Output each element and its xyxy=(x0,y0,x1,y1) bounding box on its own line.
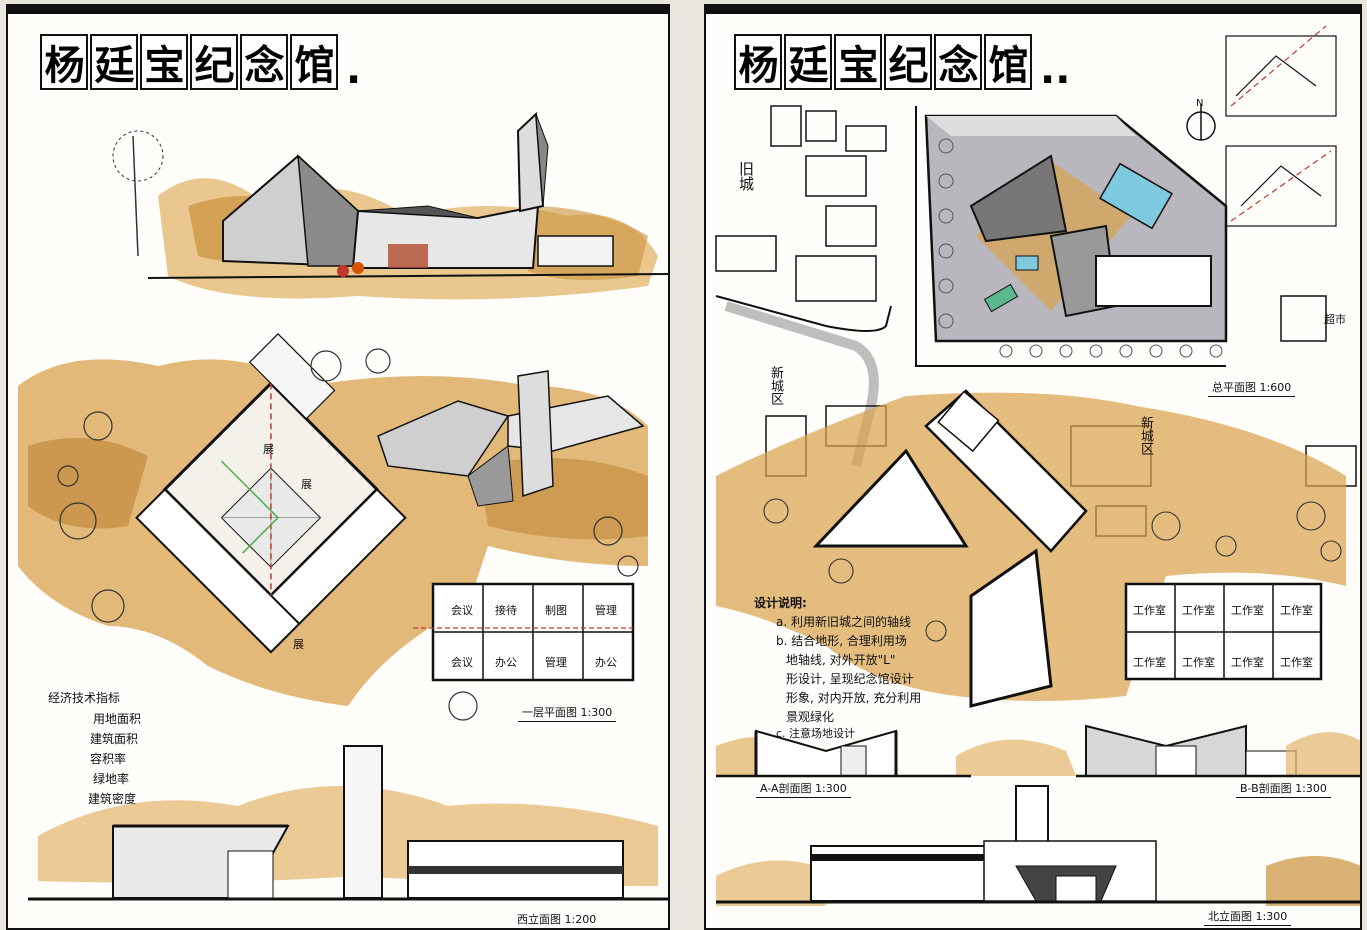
analysis-diagrams xyxy=(1225,25,1337,227)
design-note-line: 景观绿化 xyxy=(786,710,835,724)
section-b-label: B-B剖面图 1:300 xyxy=(1236,780,1331,798)
left-title: 杨 廷 宝 纪 念 馆 . xyxy=(40,34,361,90)
plan-scale-label: 一层平面图 1:300 xyxy=(518,704,617,722)
index-line: 建筑密度 xyxy=(88,792,137,806)
left-sheet: 杨 廷 宝 纪 念 馆 . xyxy=(6,4,670,930)
index-title: 经济技术指标 xyxy=(48,691,121,705)
right-title-char: 纪 xyxy=(884,34,932,90)
design-note-line: 地轴线, 对外开放"L" xyxy=(786,653,896,667)
room-label: 会议 xyxy=(451,604,473,617)
studio-label: 工作室 xyxy=(1280,656,1313,669)
room-label: 办公 xyxy=(495,656,517,669)
left-title-char: 馆 xyxy=(290,34,338,90)
right-title: 杨 廷 宝 纪 念 馆 .. xyxy=(734,34,1070,90)
upper-floor-plan xyxy=(716,389,1346,708)
new-city-label: 新城区 xyxy=(1138,416,1153,455)
north-elevation-label: 北立面图 1:300 xyxy=(1204,908,1292,926)
room-label: 管理 xyxy=(545,656,567,669)
studio-label: 工作室 xyxy=(1231,604,1264,617)
studio-label: 工作室 xyxy=(1280,604,1313,617)
index-line: 用地面积 xyxy=(93,712,142,726)
right-title-char: 念 xyxy=(934,34,982,90)
index-line: 绿地率 xyxy=(93,772,130,786)
perspective-render xyxy=(112,111,668,300)
room-label: 展 xyxy=(263,443,274,456)
left-drawings xyxy=(18,111,668,901)
office-wing xyxy=(413,582,635,682)
room-label: 办公 xyxy=(595,656,617,669)
right-title-char: 杨 xyxy=(734,34,782,90)
old-city-label: 旧城 xyxy=(737,161,755,191)
market-label: 超市 xyxy=(1324,313,1346,326)
site-plan xyxy=(924,114,1228,358)
index-line: 容积率 xyxy=(90,752,127,766)
design-notes-title: 设计说明: xyxy=(754,596,807,610)
left-top-bar xyxy=(8,6,668,14)
right-top-bar xyxy=(706,6,1360,14)
left-title-char: 念 xyxy=(240,34,288,90)
room-label: 管理 xyxy=(595,604,617,617)
room-label: 制图 xyxy=(545,604,567,617)
room-label: 会议 xyxy=(451,656,473,669)
design-note-line: c. 注意场地设计 xyxy=(776,727,856,740)
left-title-char: 廷 xyxy=(90,34,138,90)
design-note-line: a. 利用新旧城之间的轴线 xyxy=(776,615,911,629)
room-label: 接待 xyxy=(495,604,517,617)
index-line: 建筑面积 xyxy=(90,732,139,746)
axonometric-model xyxy=(377,370,645,507)
right-drawings xyxy=(715,25,1360,906)
design-note-line: 形设计, 呈现纪念馆设计 xyxy=(786,672,914,686)
design-note-line: 形象, 对内开放, 充分利用 xyxy=(786,691,922,705)
north-label: N xyxy=(1196,98,1204,109)
left-title-char: 杨 xyxy=(40,34,88,90)
north-elevation xyxy=(716,785,1360,906)
first-floor-plan xyxy=(135,333,407,654)
west-elevation-label: 西立面图 1:200 xyxy=(513,911,600,928)
right-title-char: 廷 xyxy=(784,34,832,90)
sections xyxy=(716,724,1360,778)
site-plan-label: 总平面图 1:600 xyxy=(1208,379,1296,397)
north-arrow xyxy=(1186,104,1216,141)
studio-label: 工作室 xyxy=(1231,656,1264,669)
right-title-suffix: .. xyxy=(1040,47,1071,93)
right-title-char: 宝 xyxy=(834,34,882,90)
room-label: 展 xyxy=(301,478,312,491)
section-a-label: A-A剖面图 1:300 xyxy=(756,780,851,798)
studio-label: 工作室 xyxy=(1182,604,1215,617)
left-title-char: 宝 xyxy=(140,34,188,90)
right-sheet: 杨 廷 宝 纪 念 馆 .. xyxy=(704,4,1362,930)
design-note-line: b. 结合地形, 合理利用场 xyxy=(776,634,907,648)
west-elevation xyxy=(28,745,668,901)
left-title-suffix: . xyxy=(346,47,362,93)
left-title-char: 纪 xyxy=(190,34,238,90)
studio-label: 工作室 xyxy=(1133,656,1166,669)
new-city-label: 新城区 xyxy=(768,366,783,405)
tree-symbols xyxy=(57,348,639,721)
room-label: 展 xyxy=(293,638,304,651)
studio-label: 工作室 xyxy=(1133,604,1166,617)
right-title-char: 馆 xyxy=(984,34,1032,90)
studio-label: 工作室 xyxy=(1182,656,1215,669)
